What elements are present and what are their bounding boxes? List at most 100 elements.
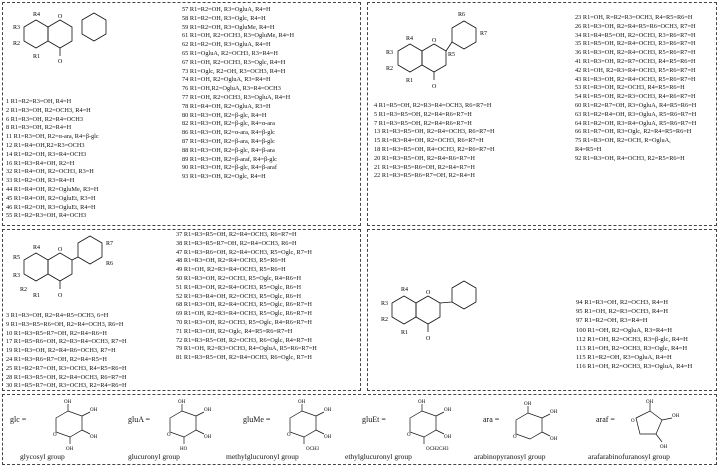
list-item: 6 R1=R3=OH, R2=R4=OCH3 [6, 115, 84, 123]
list-item: 97 R1=R2=OH, R3=R4=H [576, 317, 648, 325]
svg-text:O: O [58, 14, 63, 20]
list-item: 88 R1=R3=OH, R2=β-glc, R4=β-ara [182, 146, 275, 154]
list-item: 50 R1=R3=OH, R2=OCH3, R5=Oglc, R4=R6=H [176, 274, 302, 282]
araf-abbr: araf = [596, 415, 615, 424]
svg-text:OH: OH [672, 414, 680, 419]
label-r2: R2 [20, 287, 27, 293]
list-item: 2 R1=R3=OH, R2=OCH3, R4=H [6, 106, 91, 114]
label-r4: R4 [406, 36, 413, 42]
svg-text:OH: OH [418, 400, 426, 405]
gluA-abbr: gluA = [128, 415, 151, 424]
svg-text:HO: HO [180, 447, 188, 452]
flavone-structure-2: R6 R7 R5 R4 R3 R2 R1 O O [372, 8, 502, 94]
list-item: 90 R1=R3=OH, R2=β-glc, R4=β-araf [182, 164, 277, 172]
label-r7: R7 [480, 31, 487, 37]
list-item: 45 R1=R4=OH, R2=OgluEt, R3=H [6, 194, 96, 202]
ethylglucuronyl-structure: OH OH OH OCH2CH3 O [396, 398, 480, 457]
list-item: 43 R1=R3=OH, R2=R4=OCH3, R5=R6=R7=H [575, 75, 696, 83]
panel1-list-right: 57 R1=R2=OH, R3=OgluA, R4=H 58 R1=R2=OH,… [182, 6, 294, 182]
list-item: 60 R1=R2=R7=OH, R3=OgluA, R4=R5=R6=H [575, 101, 697, 109]
glycosyl-structure: OH OH OH OH O [42, 398, 112, 457]
flavone-structure-3: R4 R5 R3 R2 R1 R6 R7 O O [6, 231, 126, 307]
list-item: 10 R1=R3=R5=R7=OH, R2=R4=R6=H [6, 329, 107, 337]
glucuronyl-caption: glucuronyl group [128, 452, 180, 461]
arabinopyranosyl-structure: OH OH OH O [504, 398, 564, 457]
list-item: 80 R1=R3=OH, R2=β-glc, R4=H [182, 111, 267, 119]
list-item: 58 R1=R2=OH, R3=Oglc, R4=H [182, 14, 266, 22]
methylglucuronyl-structure: OH OH OH OCH3 O [276, 398, 350, 457]
ethylglucuronyl-caption: ethylglucuronyl group [345, 452, 412, 461]
list-item: 41 R1=R3=OH, R2=R7=OCH3, R4=R5=R6=H [575, 57, 696, 65]
svg-text:O: O [513, 435, 517, 440]
list-item: 72 R1=R3=R5=OH, R2=OCH3, R6=Oglc, R4=R7=… [176, 336, 312, 344]
list-item: 93 R1=R3=OH, R2=Oglc, R4=H [182, 173, 266, 181]
list-item: 116 R1=OH, R2=OCH3, R3=OgluA, R4=H [576, 363, 693, 371]
list-item: 81 R1=R3=R5=OH, R2=R4=OCH3, R6=Oglc, R7=… [176, 354, 312, 362]
list-item: 49 R1=OH, R2=R3=R4=OCH3, R5=R6=H [176, 266, 286, 274]
list-item: 15 R1=R3=R4=OH, R2=OCH3, R6=R7=H [374, 137, 484, 145]
list-item: 19 R1=R3=OH, R2=R4=R6=OCH3, R7=H [6, 347, 116, 355]
list-item: 63 R1=R2=R4=OH, R3=OgluA, R5=R6=R7=H [575, 110, 697, 118]
svg-text:OH: OH [204, 435, 212, 440]
list-item: 75 R1=R3=OH, R2=OCH, R=OgluA, [575, 137, 671, 145]
list-item: 25 R1=R2=R7=OH, R3=OCH3, R4=R5=R6=H [6, 364, 127, 372]
label-r2: R2 [386, 66, 393, 72]
list-item: 13 R1=R3=R5=OH, R2=R4=OCH3, R6=R7=H [374, 128, 495, 136]
svg-text:O: O [167, 433, 171, 438]
list-item: 79 R1=OH, R2=R3=OCH3, R4=OgluA, R5=R6=R7… [176, 345, 317, 353]
list-item: 26 R1=R3=OH, R2=R4=R5=R6=OCH3, R7=H [575, 22, 696, 30]
label-r4: R4 [33, 245, 40, 251]
svg-text:OH: OH [90, 408, 98, 413]
label-r2: R2 [381, 317, 388, 323]
list-item: R4=R5=H [575, 145, 602, 153]
label-r1: R1 [406, 78, 413, 84]
list-item: 74 R1=OH, R2=OgluA, R3=R4=H [182, 76, 271, 84]
list-item: 52 R1=R3=R4=OH, R2=OCH3, R5=Oglc, R6=H [176, 292, 302, 300]
list-item: 51 R1=R3=OH, R2=R4=OCH3, R5=Oglc, R6=H [176, 283, 302, 291]
panel-flavanone [367, 229, 717, 391]
list-item: 64 R1=R2=OH, R3=R4=OgluA, R5=R6=R7=H [575, 119, 697, 127]
panel2-list-right: 23 R1=OH, R=R2=R3=OCH3, R4=R5=R6=H 26 R1… [575, 14, 696, 164]
svg-text:OH: OH [204, 408, 212, 413]
list-item: 35 R1=R5=OH, R2=R4=OCH3, R3=R6=R7=H [575, 40, 696, 48]
list-item: 8 R1=R3=OH, R2=R4=H [6, 124, 72, 132]
list-item: 57 R1=R2=OH, R3=OgluA, R4=H [182, 6, 271, 13]
list-item: 20 R1=R3=R5=OH, R2=R4=R6=R7=H [374, 154, 475, 162]
svg-text:OH: OH [66, 447, 74, 452]
list-item: 59 R1=R2=OH, R3=OgluMe, R4=H [182, 23, 275, 31]
list-item: 67 R1=OH, R2=OCH3, R3=Oglc, R4=H [182, 58, 286, 66]
svg-text:O: O [287, 433, 291, 438]
list-item: 70 R1=R3=OH, R2=OCH3, R5=Oglc, R4=R6=R7=… [176, 318, 312, 326]
list-item: 95 R1=OH, R2=R3=OCH3, R4=H [576, 308, 668, 316]
label-r3: R3 [13, 273, 20, 279]
list-item: 71 R1=R3=OH, R2=Oglc, R4=R5=R6=R7=H [176, 327, 293, 335]
svg-text:OH: OH [444, 435, 452, 440]
list-item: 113 R1=OH, R2=OCH3, R3=Oglc, R4=H [576, 345, 688, 353]
svg-text:OH: OH [550, 437, 558, 442]
list-item: 3 R1=R3=OH, R2=R4=R5=OCH3, 6=H [6, 312, 109, 319]
ara-abbr: ara = [483, 415, 500, 424]
list-item: 17 R1=R5=R6=OH, R2=R3=R4=OCH3, R7=H [6, 338, 127, 346]
label-r6: R6 [106, 261, 113, 267]
list-item: 36 R1=R3=OH, R2=R4=OCH3, R5=R6=R7=H [575, 49, 696, 57]
svg-text:OCH2CH3: OCH2CH3 [426, 447, 449, 452]
arafuranosyl-caption: arafarabinofuranosyl group [588, 452, 670, 461]
panel3-list-left: 3 R1=R3=OH, R2=R4=R5=OCH3, 6=H 9 R1=R3=R… [6, 312, 127, 391]
list-item: 61 R1=OH, R2=OCH3, R3=OgluMe, R4=H [182, 32, 294, 40]
glycosyl-caption: glycosyl group [20, 452, 65, 461]
list-item: 44 R1=R4=OH, R2=OgluMe, R3=H [6, 185, 99, 193]
list-item: 14 R1=R2=OH, R3=R4=OCH3 [6, 150, 87, 158]
label-r6: R6 [458, 12, 465, 18]
label-r1: R1 [401, 330, 408, 336]
list-item: 53 R1=R3=OH, R2=OCH3, R4=R5=R6=H [575, 84, 685, 92]
list-item: 12 R1=R4=OH,R2=R3=OCH3 [6, 141, 85, 149]
list-item: 100 R1=OH, R2=OgluA, R3=R4=H [576, 326, 673, 334]
list-item: 66 R1=R7=OH, R3=Oglc, R2=R4=R5=R6=H [575, 128, 692, 136]
panel-flavone-r1-r7-b [2, 229, 361, 391]
panel2-list-left: 4 R1=R5=OH, R2=R3=R4=OCH3, R6=R7=H 5 R1=… [374, 102, 495, 181]
label-r4: R4 [33, 12, 40, 18]
list-item: 21 R1=R3=R5=R6=OH, R2=R4=R7=H [374, 163, 475, 171]
label-r2: R2 [13, 41, 20, 47]
list-item: 55 R1=R2=R3=OH, R4=OCH3 [6, 212, 87, 220]
label-r5: R5 [13, 255, 20, 261]
